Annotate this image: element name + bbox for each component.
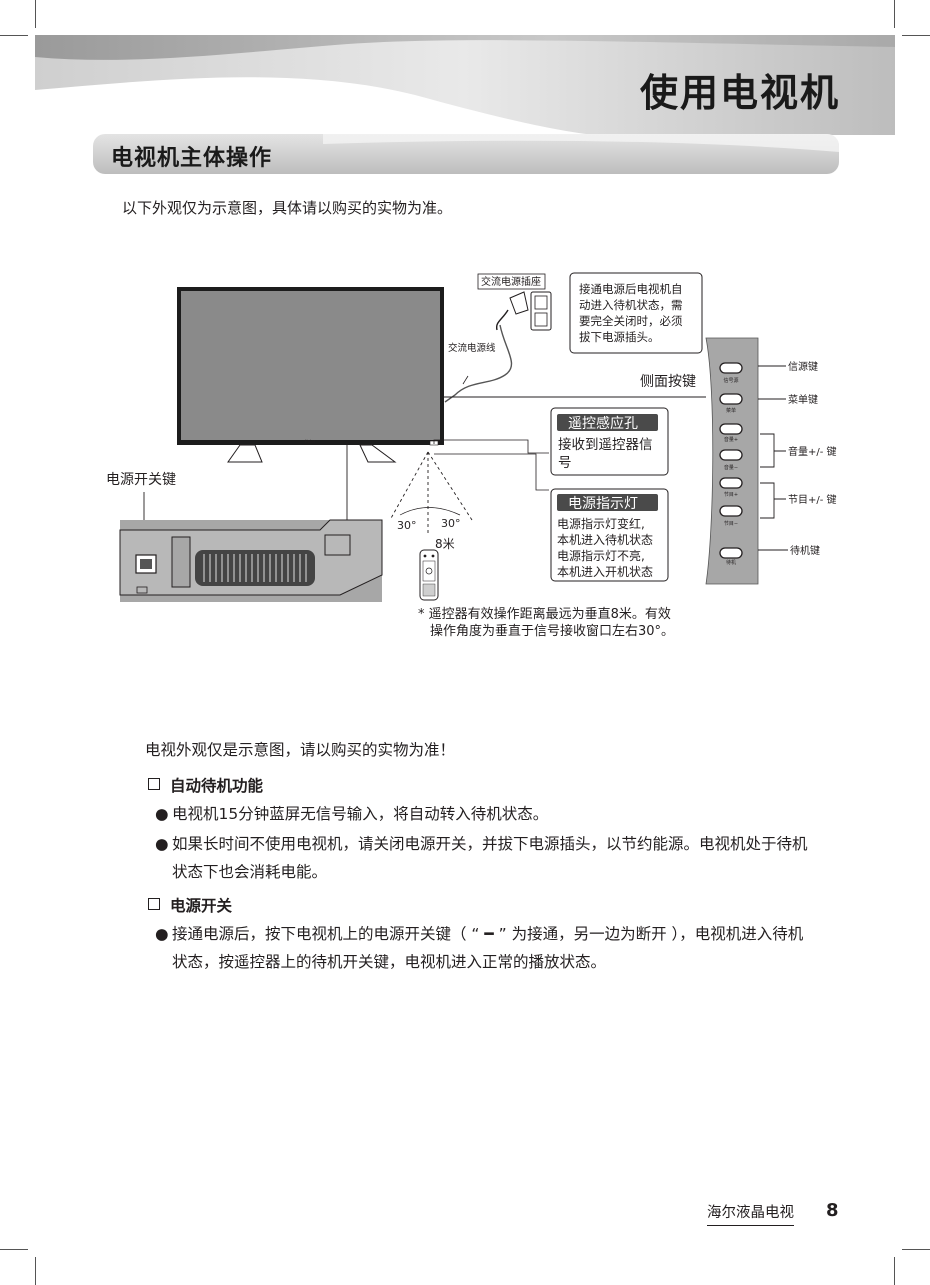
list-item-text: 接通电源后，按下电视机上的电源开关键（ “ ━ ” 为接通，另一边为断开 ），电… [172,925,804,971]
svg-text:节目−: 节目− [724,521,738,527]
power-switch-label: 电源开关键 [106,472,176,488]
angle-right-label: 30° [441,517,461,530]
svg-text:节目+: 节目+ [724,492,738,498]
remote-sensor-title: 遥控感应孔 [568,415,638,432]
panel-button: 菜单 [719,393,743,414]
power-indicator-line: 电源指示灯变红, [557,516,645,531]
info-box-line: 接通电源后电视机自 [579,282,683,296]
wall-socket-icon [530,291,552,331]
power-indicator-line: 本机进入待机状态 [557,533,653,547]
section-title: 电视机主体操作 [111,146,273,171]
remote-sensor-line: 接收到遥控器信 [558,436,653,453]
side-button-panel: 信号源 菜单 音量+ 音量− 节目+ 节目− 待机 [705,337,759,585]
list-item: ● 电视机15分钟蓝屏无信号输入，将自动转入待机状态。 [155,800,815,828]
tv-brand-text: Haier [305,439,316,444]
ac-cord-label: 交流电源线 [448,342,496,354]
list-item-text: 如果长时间不使用电视机，请关闭电源开关，并拔下电源插头，以节约能源。电视机处于待… [172,835,808,881]
heading-text: 自动待机功能 [170,777,264,795]
crop-mark [902,1249,930,1250]
bullet-icon: ● [155,805,169,823]
panel-button: 音量− [719,449,743,471]
crop-mark [894,1257,895,1285]
power-switch-closeup [119,519,383,602]
svg-text:信号源: 信号源 [723,377,738,384]
panel-button: 音量+ [719,423,743,443]
checkbox-icon [148,778,160,790]
svg-text:菜单: 菜单 [726,407,736,414]
power-indicator-title: 电源指示灯 [568,496,638,512]
panel-button: 节目− [719,505,743,527]
section-bar-highlight [323,134,839,152]
intro-text: 以下外观仅为示意图，具体请以购买的实物为准。 [122,199,453,217]
crop-mark [35,1257,36,1285]
panel-button: 节目+ [719,477,743,498]
range-note-line: * 遥控器有效操作距离最远为垂直8米。有效 [418,606,671,622]
callout-standby: 待机键 [790,544,820,557]
svg-text:音量+: 音量+ [724,436,738,443]
callout-menu: 菜单键 [788,393,818,406]
distance-label: 8米 [435,537,455,551]
page-number: 8 [826,1200,839,1221]
power-switch-heading: 电源开关 [148,894,232,916]
svg-text:音量−: 音量− [724,464,738,471]
tv-illustration: Haier [177,287,444,463]
info-box-line: 动进入待机状态，需 [579,298,683,312]
power-indicator-line: 本机进入开机状态 [557,565,653,579]
callout-volume: 音量+/- 键 [788,445,837,458]
panel-button: 待机 [719,547,743,566]
remote-control-icon [419,549,439,601]
range-note-line: 操作角度为垂直于信号接收窗口左右30°。 [430,623,674,639]
info-box-line: 拔下电源插头。 [579,330,660,344]
bullet-icon: ● [155,925,169,943]
checkbox-icon [148,898,160,910]
power-indicator-line: 电源指示灯不亮, [557,548,645,563]
heading-text: 电源开关 [170,897,233,915]
power-cord [444,324,513,403]
plug-icon [495,291,529,331]
note-text: 电视外观仅是示意图，请以购买的实物为准！ [145,741,456,759]
svg-text:待机: 待机 [726,559,736,566]
section-header: 电视机主体操作 [93,134,839,174]
ac-socket-label: 交流电源插座 [481,275,541,288]
page-title: 使用电视机 [639,71,840,115]
callout-channel: 节目+/- 键 [788,493,837,506]
side-buttons-label: 侧面按键 [640,374,696,390]
panel-button: 信号源 [719,362,743,384]
footer-brand: 海尔液晶电视 [707,1201,794,1226]
callout-source: 信源键 [788,360,818,373]
tv-diagram: Haier 交流电源插座 交流电源线 接通电源后电视机自 动进入待机状态，需 要… [106,272,837,639]
crop-mark [894,0,895,28]
info-box-line: 要完全关闭时，必须 [579,314,683,328]
list-item: ● 如果长时间不使用电视机，请关闭电源开关，并拔下电源插头，以节约能源。电视机处… [155,830,815,886]
crop-mark [0,1249,28,1250]
crop-mark [0,35,28,36]
angle-left-label: 30° [397,519,417,532]
list-item-text: 电视机15分钟蓝屏无信号输入，将自动转入待机状态。 [172,805,549,823]
auto-standby-heading: 自动待机功能 [148,774,263,796]
bullet-icon: ● [155,835,169,853]
list-item: ● 接通电源后，按下电视机上的电源开关键（ “ ━ ” 为接通，另一边为断开 ）… [155,920,815,976]
remote-sensor-line: 号 [558,455,572,471]
header-banner [35,35,895,135]
crop-mark [35,0,36,28]
crop-mark [902,35,930,36]
